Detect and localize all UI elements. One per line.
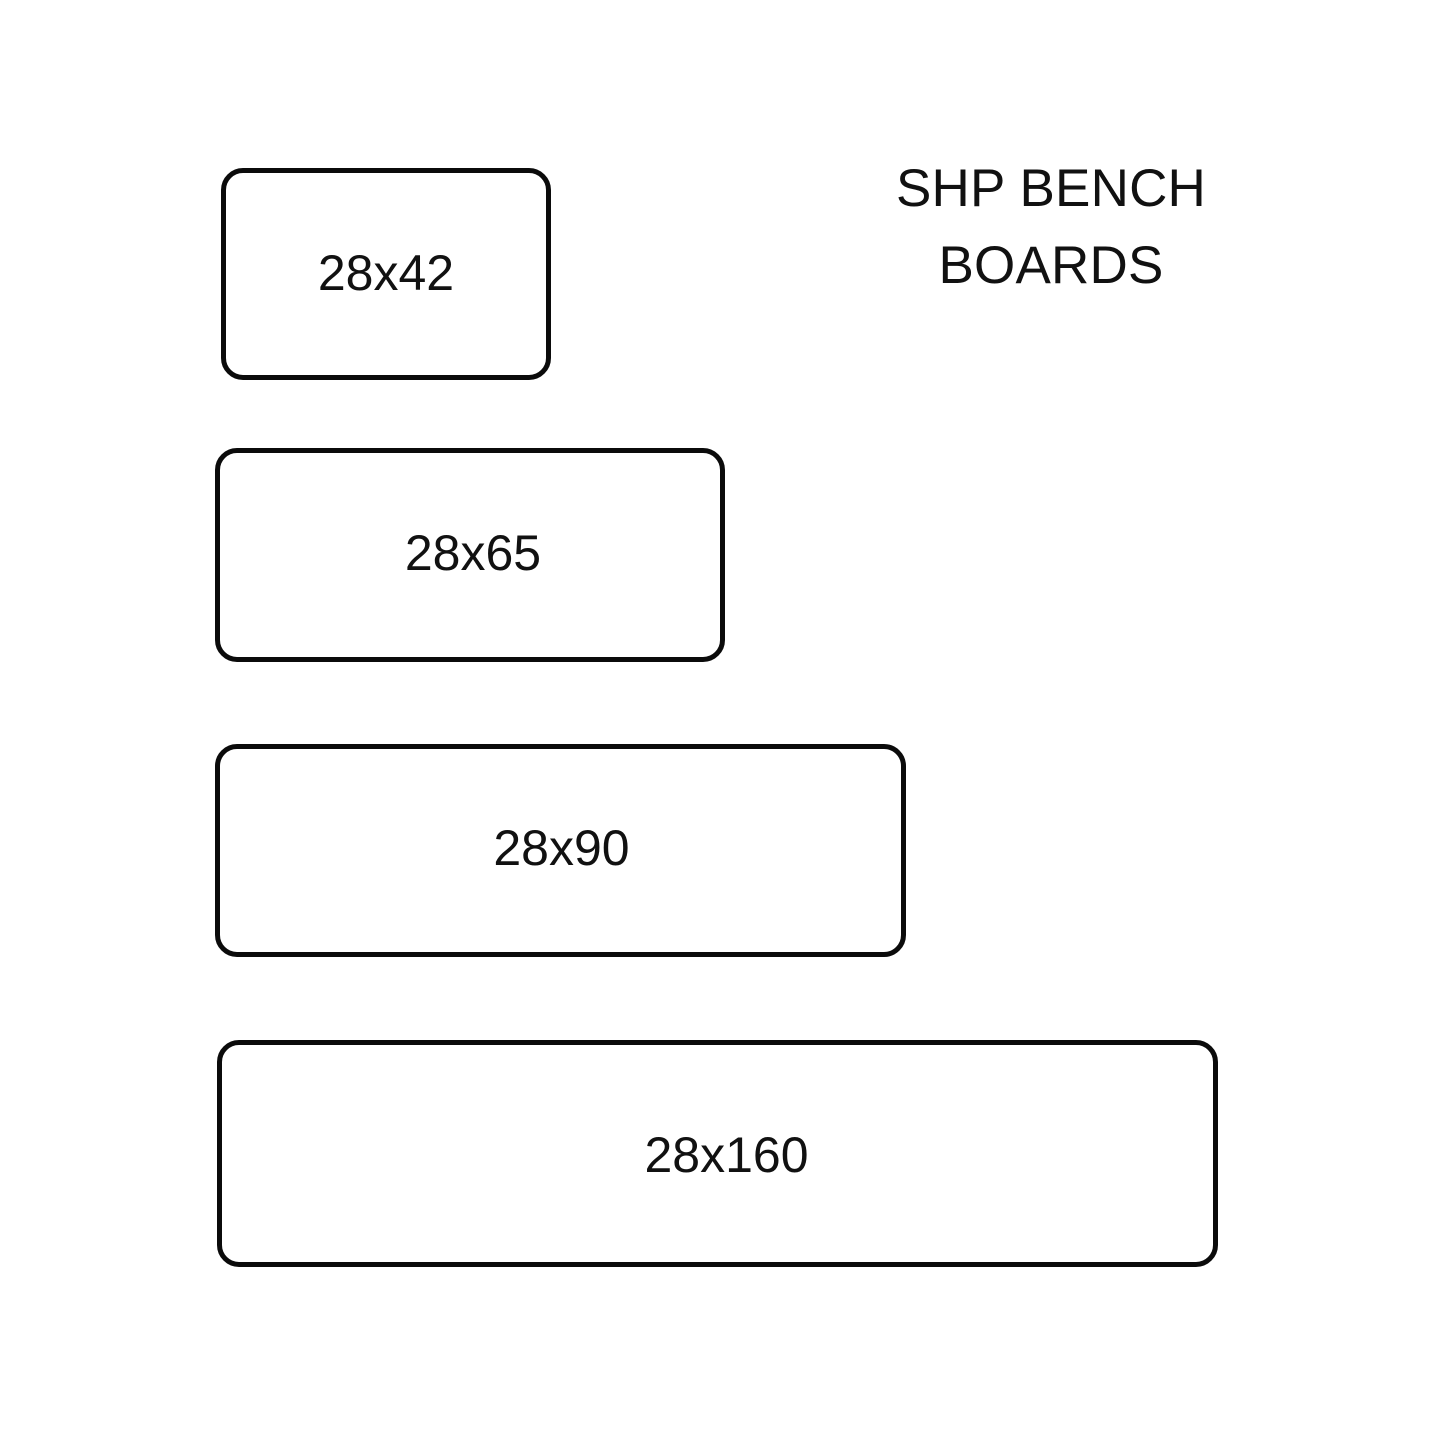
- board-shape-28x65: 28x65: [215, 448, 725, 662]
- page-title-line-2: BOARDS: [938, 236, 1164, 295]
- board-shape-28x160: 28x160: [217, 1040, 1218, 1267]
- board-shape-28x42: 28x42: [221, 168, 551, 380]
- board-label: 28x160: [644, 1127, 809, 1183]
- board-label: 28x65: [404, 525, 542, 581]
- page-title: SHP BENCH BOARDS: [836, 150, 1266, 304]
- board-shape-28x90: 28x90: [215, 744, 906, 957]
- board-label: 28x42: [317, 245, 455, 301]
- board-label: 28x90: [493, 820, 630, 876]
- page-title-line-1: SHP BENCH: [895, 159, 1207, 218]
